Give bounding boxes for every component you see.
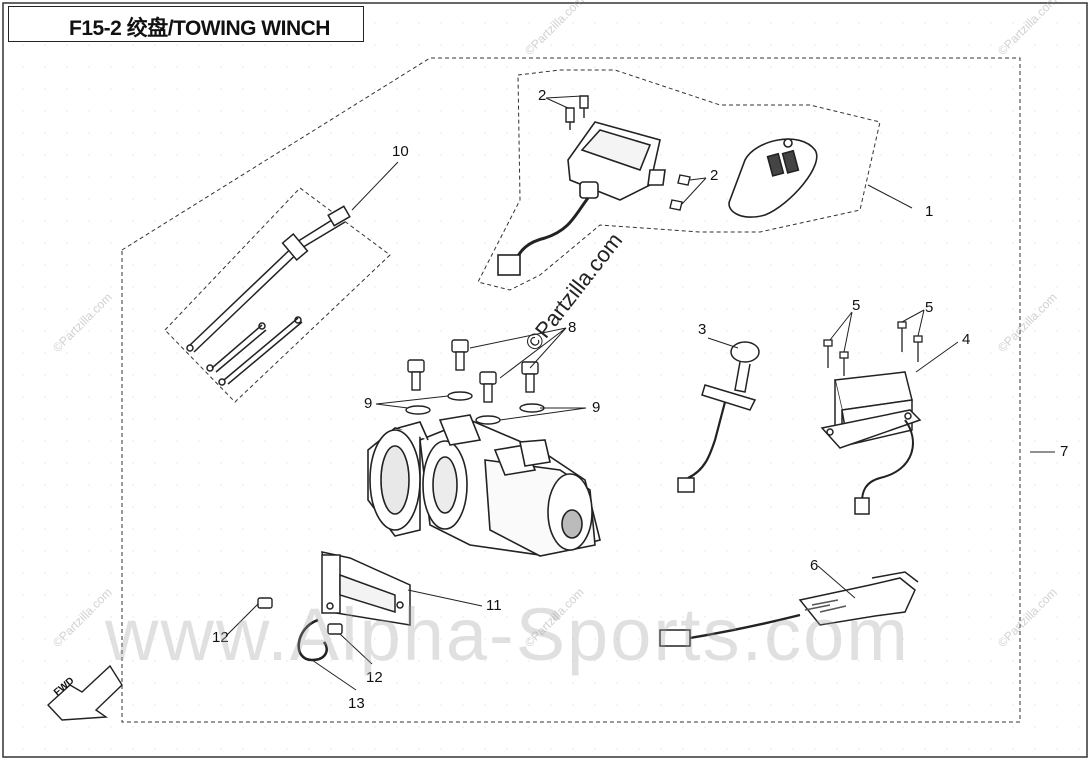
callout-9a: 9 <box>364 395 372 412</box>
battery-cables <box>186 205 351 386</box>
fwd-arrow-icon <box>47 664 123 721</box>
callout-11: 11 <box>486 597 502 614</box>
remote-group-boundary <box>477 69 881 291</box>
callout-2b: 2 <box>710 167 718 184</box>
screws-part-5 <box>823 321 923 376</box>
callout-12b: 12 <box>366 669 383 686</box>
callout-2a: 2 <box>538 87 546 104</box>
callout-5a: 5 <box>852 297 860 314</box>
title-box: F15-2 绞盘/TOWING WINCH <box>8 6 364 42</box>
handle-grip-harness <box>659 571 919 647</box>
callout-10: 10 <box>392 143 409 160</box>
callout-6: 6 <box>810 557 818 574</box>
callout-3: 3 <box>698 321 706 338</box>
callout-8: 8 <box>568 319 576 336</box>
cable-group-boundary <box>164 187 391 403</box>
callout-4: 4 <box>962 331 970 348</box>
callout-12a: 12 <box>212 629 229 646</box>
callout-7: 7 <box>1060 443 1068 460</box>
callout-labels: 1 2 2 3 4 5 5 6 7 8 9 9 10 11 12 12 13 <box>212 87 1068 712</box>
screws-part-2 <box>565 95 691 211</box>
roller-fairlead <box>321 551 411 626</box>
bolts-part-8 <box>407 339 539 403</box>
callout-5b: 5 <box>925 299 933 316</box>
bolts-part-12 <box>257 597 343 635</box>
kit-boundary <box>121 57 1021 723</box>
page-title: F15-2 绞盘/TOWING WINCH <box>69 17 330 40</box>
remote-fob <box>728 138 818 218</box>
leader-lines <box>225 95 1055 691</box>
watermark-alpha-sports: www.Alpha-Sports.com <box>105 593 910 676</box>
winch-motor-assembly <box>367 414 601 557</box>
tow-hook <box>297 618 328 662</box>
callout-1: 1 <box>925 203 933 220</box>
callout-9b: 9 <box>592 399 600 416</box>
rocker-switch <box>677 341 760 493</box>
control-box <box>497 121 666 276</box>
callout-13: 13 <box>348 695 365 712</box>
relay-contactor <box>820 371 922 515</box>
